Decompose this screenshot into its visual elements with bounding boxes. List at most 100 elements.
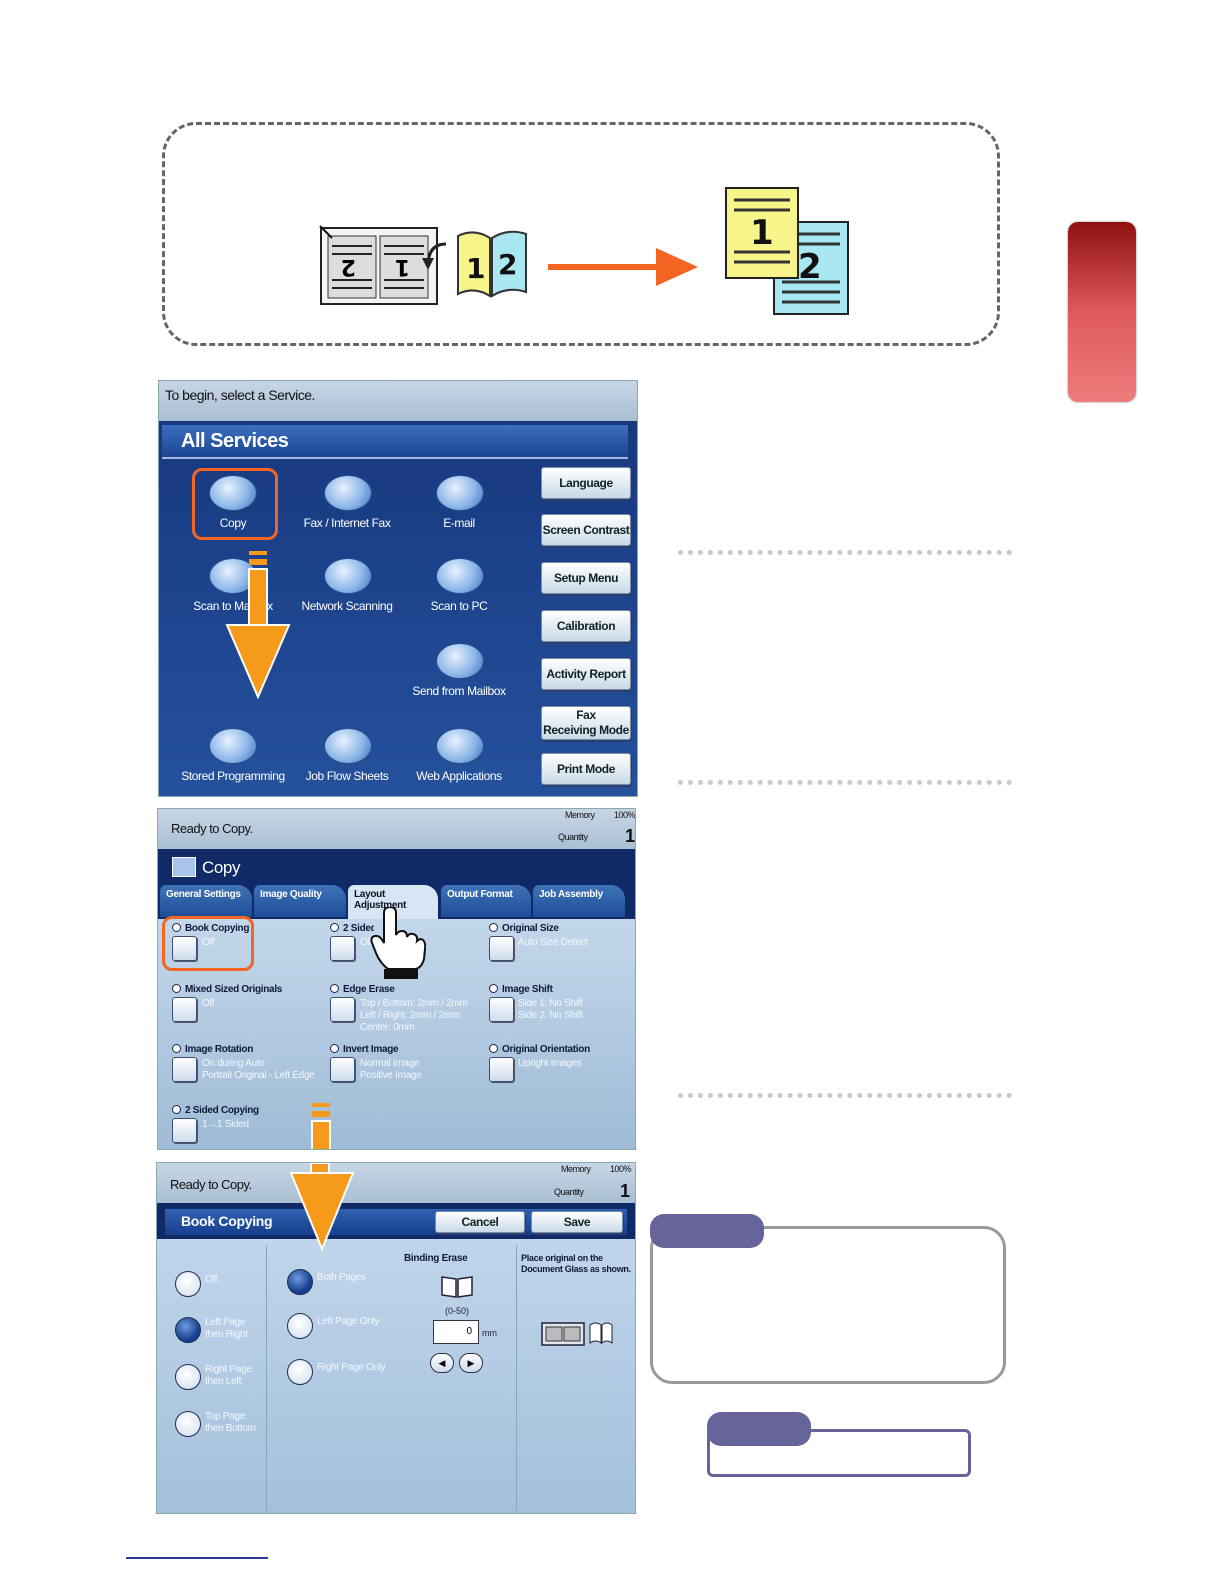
- calibration-button[interactable]: Calibration: [541, 610, 631, 642]
- fax-icon[interactable]: [324, 475, 372, 511]
- save-button[interactable]: Save: [531, 1211, 623, 1233]
- status-text: Ready to Copy.: [171, 821, 253, 836]
- tab-strip: General Settings Image Quality Layout Ad…: [158, 885, 635, 919]
- divider: [678, 1093, 1012, 1098]
- email-icon[interactable]: [436, 475, 484, 511]
- screen-title: All Services: [181, 430, 289, 452]
- service-network-scanning[interactable]: Network Scanning: [301, 599, 393, 613]
- service-fax[interactable]: Fax / Internet Fax: [303, 516, 391, 530]
- service-web-applications[interactable]: Web Applications: [416, 769, 502, 783]
- book-copying-highlight-ring: [162, 916, 254, 971]
- web-apps-icon[interactable]: [436, 728, 484, 764]
- setup-menu-button[interactable]: Setup Menu: [541, 562, 631, 594]
- divider: [516, 1245, 517, 1511]
- copy-highlight-ring: [192, 468, 278, 540]
- binding-erase-label: Binding Erase: [404, 1253, 468, 1264]
- image-rotation-button[interactable]: [172, 1057, 197, 1082]
- image-rotation-value: On during Auto Portrait Original - Left …: [202, 1058, 315, 1081]
- mixed-sized-originals-value: Off: [202, 998, 215, 1009]
- original-size-value: Auto Size Detect: [518, 937, 588, 948]
- tip-box-tab: [707, 1412, 811, 1446]
- service-stored-programming[interactable]: Stored Programming: [181, 769, 285, 783]
- decrease-button[interactable]: ◀: [430, 1353, 454, 1373]
- screen-contrast-button[interactable]: Screen Contrast: [541, 514, 631, 546]
- svg-text:1: 1: [750, 213, 774, 253]
- language-button[interactable]: Language: [541, 467, 631, 499]
- two-sided-book-copying-button[interactable]: [330, 936, 355, 961]
- print-mode-button[interactable]: Print Mode: [541, 753, 631, 785]
- tip-box: [707, 1429, 971, 1477]
- mode-left-then-right-label: Left Page then Right: [205, 1317, 248, 1340]
- divider: [266, 1245, 267, 1511]
- two-sided-book-copying-title: 2 Sided Book Copying: [330, 923, 374, 934]
- chapter-side-tab: [1068, 222, 1136, 402]
- service-email[interactable]: E-mail: [443, 516, 475, 530]
- scan-pc-icon[interactable]: [436, 558, 484, 594]
- left-page-only-radio[interactable]: [287, 1313, 313, 1339]
- stored-programming-icon[interactable]: [209, 728, 257, 764]
- edge-erase-button[interactable]: [330, 997, 355, 1022]
- bent-arrow-icon: [422, 242, 447, 270]
- book-on-glass-icon: 2 1: [319, 225, 438, 305]
- cancel-button[interactable]: Cancel: [435, 1211, 525, 1233]
- network-scan-icon[interactable]: [324, 558, 372, 594]
- two-sided-copying-title: 2 Sided Copying: [172, 1105, 259, 1116]
- mode-top-then-bottom-radio[interactable]: [175, 1411, 201, 1437]
- tab-output-format[interactable]: Output Format: [441, 885, 531, 917]
- book-copying-value: Off: [202, 937, 215, 948]
- two-sided-copying-button[interactable]: [172, 1118, 197, 1143]
- mode-off-radio[interactable]: [175, 1271, 201, 1297]
- glass-placement-icon: [541, 1322, 613, 1346]
- mode-top-then-bottom-label: Top Page then Bottom: [205, 1411, 256, 1434]
- copy-icon[interactable]: [209, 475, 257, 511]
- title-bar: All Services: [162, 425, 628, 459]
- fax-receiving-mode-button[interactable]: Fax Receiving Mode: [541, 706, 631, 740]
- original-size-button[interactable]: [489, 936, 514, 961]
- mode-right-then-left-radio[interactable]: [175, 1364, 201, 1390]
- left-page-only-label: Left Page Only: [317, 1316, 379, 1327]
- two-sided-book-copying-value: Off: [360, 937, 373, 948]
- book-copying-title: Book Copying: [172, 923, 249, 934]
- image-shift-value: Side 1: No Shift Side 2: No Shift: [518, 998, 583, 1021]
- svg-text:2: 2: [341, 254, 356, 279]
- quantity-label: Quantity: [554, 1187, 584, 1197]
- memory-value: 100%: [614, 810, 636, 820]
- title-header: Book Copying Cancel Save: [157, 1203, 635, 1239]
- screen-title: Book Copying: [181, 1213, 273, 1229]
- tab-job-assembly[interactable]: Job Assembly: [533, 885, 625, 917]
- book-icon: [441, 1276, 473, 1298]
- prompt-bar: To begin, select a Service.: [159, 381, 637, 421]
- two-sided-copying-value: 1→1 Sided: [202, 1119, 249, 1130]
- activity-report-button[interactable]: Activity Report: [541, 658, 631, 690]
- image-shift-title: Image Shift: [489, 984, 553, 995]
- memory-label: Memory: [565, 810, 595, 820]
- service-scan-pc[interactable]: Scan to PC: [430, 599, 488, 613]
- both-pages-radio[interactable]: [287, 1269, 313, 1295]
- screen-title: Copy: [202, 858, 241, 877]
- tab-layout-adjustment[interactable]: Layout Adjustment: [348, 885, 438, 919]
- mode-left-then-right-radio[interactable]: [175, 1317, 201, 1343]
- right-page-only-radio[interactable]: [287, 1359, 313, 1385]
- right-page-only-label: Right Page Only: [317, 1362, 386, 1373]
- status-text: Ready to Copy.: [170, 1177, 252, 1192]
- service-job-flow-sheets[interactable]: Job Flow Sheets: [305, 769, 389, 783]
- tab-general-settings[interactable]: General Settings: [160, 885, 252, 917]
- svg-text:2: 2: [798, 247, 822, 287]
- original-orientation-title: Original Orientation: [489, 1044, 590, 1055]
- original-orientation-button[interactable]: [489, 1057, 514, 1082]
- image-shift-button[interactable]: [489, 997, 514, 1022]
- note-box: [650, 1226, 1006, 1384]
- book-copying-button[interactable]: [172, 936, 197, 961]
- quantity-value: 1: [620, 1181, 630, 1201]
- service-send-mailbox[interactable]: Send from Mailbox: [412, 684, 506, 698]
- send-mailbox-icon[interactable]: [436, 643, 484, 679]
- service-copy[interactable]: Copy: [219, 516, 247, 530]
- job-flow-icon[interactable]: [324, 728, 372, 764]
- svg-text:1: 1: [395, 254, 410, 279]
- tab-image-quality[interactable]: Image Quality: [254, 885, 346, 917]
- increase-button[interactable]: ▶: [459, 1353, 483, 1373]
- binding-erase-input[interactable]: 0: [433, 1320, 479, 1344]
- down-arrow-icon: [311, 1103, 331, 1149]
- invert-image-button[interactable]: [330, 1057, 355, 1082]
- mixed-sized-originals-button[interactable]: [172, 997, 197, 1022]
